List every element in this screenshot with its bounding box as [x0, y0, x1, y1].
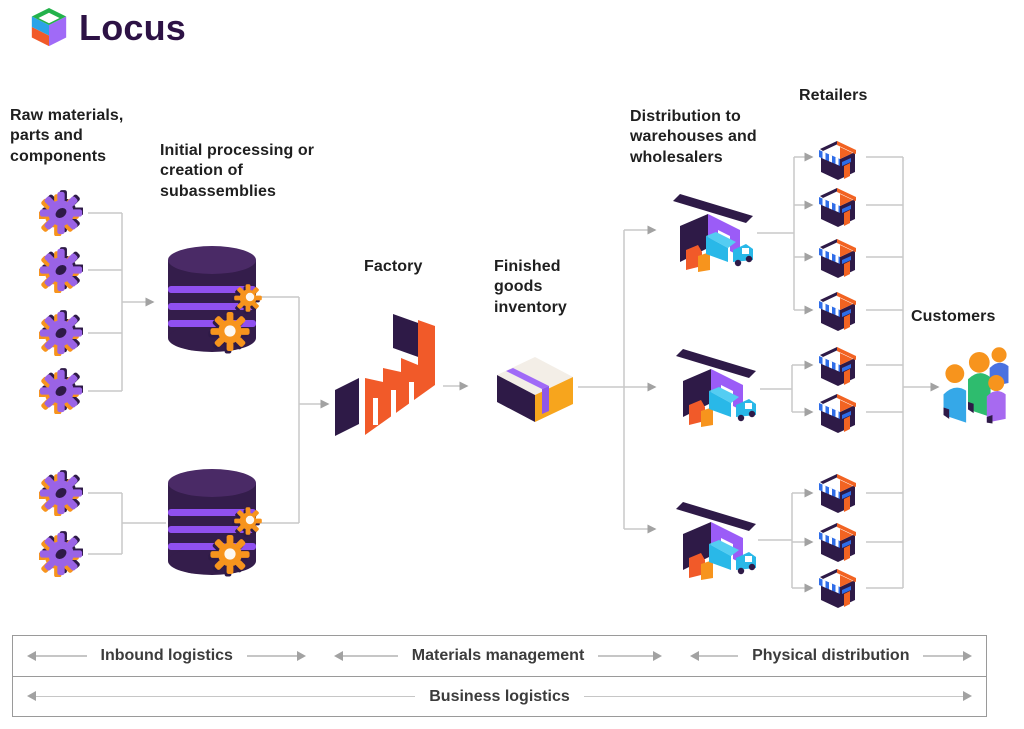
- label-retailers: Retailers: [799, 87, 868, 104]
- legend-row-2: Business logistics: [13, 677, 986, 716]
- gear-icon: [39, 190, 83, 236]
- label-initial-processing: Initial processing or creation of subass…: [160, 142, 315, 200]
- storefront-icon: [813, 136, 863, 184]
- gear-icon: [39, 470, 83, 516]
- storefront-icon: [813, 389, 863, 437]
- logo-text: Locus: [79, 7, 187, 48]
- warehouse-truck-icon: [658, 190, 763, 275]
- gear-icon: [39, 531, 83, 577]
- gear-icon: [39, 368, 83, 414]
- storefront-icon: [813, 564, 863, 612]
- storefront-icon: [813, 469, 863, 517]
- legend-label: Materials management: [411, 647, 585, 664]
- storefront-icon: [813, 342, 863, 390]
- legend-label: Physical distribution: [752, 647, 910, 664]
- left-arrow: [334, 651, 398, 660]
- label-distribution: Distribution to warehouses and wholesale…: [630, 108, 757, 166]
- storefront-icon: [813, 183, 863, 231]
- package-box-icon: [492, 345, 578, 423]
- locus-cube-icon: [28, 6, 70, 50]
- right-arrow: [598, 651, 662, 660]
- warehouse-truck-icon: [661, 498, 766, 583]
- database-with-gears-icon: [164, 463, 276, 581]
- label-finished-goods: Finished goods inventory: [494, 258, 567, 316]
- label-raw-materials: Raw materials, parts and components: [10, 107, 124, 165]
- left-arrow: [27, 651, 87, 660]
- right-arrow: [923, 651, 972, 660]
- storefront-icon: [813, 518, 863, 566]
- label-factory: Factory: [364, 258, 423, 275]
- right-arrow: [246, 651, 306, 660]
- logistics-legend: Inbound logistics Materials management P…: [12, 635, 987, 717]
- warehouse-truck-icon: [661, 345, 766, 430]
- legend-label: Inbound logistics: [100, 647, 233, 664]
- database-with-gears-icon: [164, 240, 276, 358]
- logo: Locus: [28, 6, 186, 50]
- legend-business: Business logistics: [13, 677, 986, 716]
- legend-row-1: Inbound logistics Materials management P…: [13, 636, 986, 677]
- factory-icon: [333, 308, 443, 443]
- left-arrow: [26, 692, 416, 700]
- people-group-icon: [936, 340, 1016, 428]
- storefront-icon: [813, 234, 863, 282]
- left-arrow: [689, 651, 739, 660]
- legend-materials: Materials management: [320, 636, 675, 676]
- storefront-icon: [813, 287, 863, 335]
- gear-icon: [39, 310, 83, 356]
- legend-physical: Physical distribution: [676, 636, 986, 676]
- legend-inbound: Inbound logistics: [13, 636, 320, 676]
- label-customers: Customers: [911, 308, 996, 325]
- gear-icon: [39, 247, 83, 293]
- right-arrow: [583, 692, 973, 700]
- legend-label: Business logistics: [429, 687, 570, 705]
